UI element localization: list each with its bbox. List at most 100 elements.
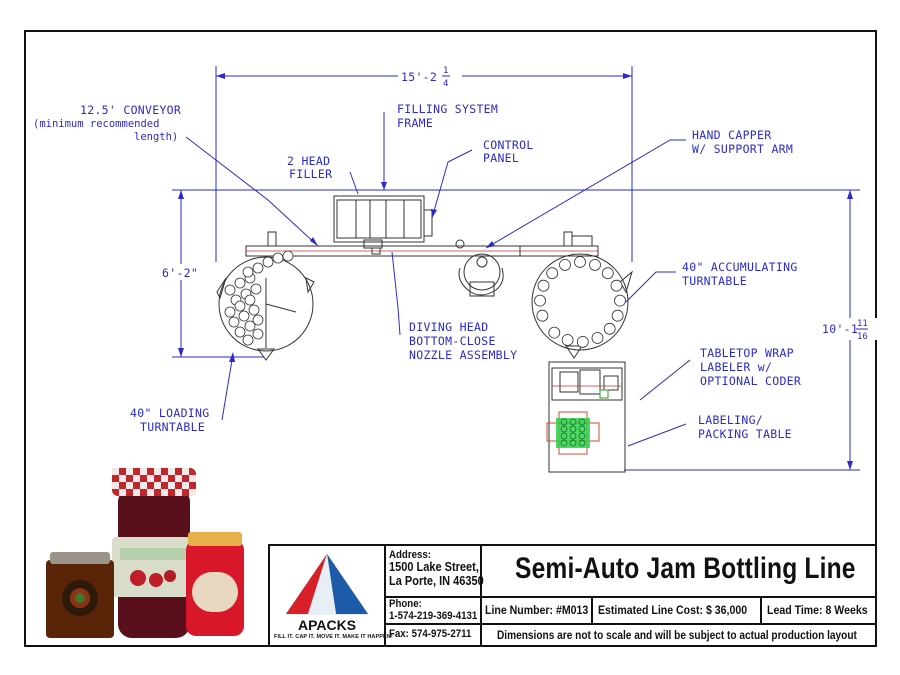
dim-height-right-frac-num: 11 <box>857 319 868 329</box>
bottle <box>611 309 624 322</box>
bottle <box>238 310 250 322</box>
bottle <box>228 316 240 328</box>
packed-bottle <box>560 439 568 447</box>
bottle <box>589 258 601 271</box>
bottle <box>242 334 254 346</box>
bottle <box>244 294 256 306</box>
gingham-square <box>119 489 126 496</box>
bottle <box>272 252 284 264</box>
label-loading-2: TURNTABLE <box>140 420 205 434</box>
hand-capper <box>455 239 504 297</box>
gingham-square <box>133 489 140 496</box>
packed-bottle <box>569 432 577 440</box>
gingham-square <box>112 482 119 489</box>
label-capper-2: W/ SUPPORT ARM <box>692 142 793 156</box>
label-conveyor-3: length) <box>134 131 178 143</box>
bottle <box>546 267 559 280</box>
label-control-2: PANEL <box>483 151 519 165</box>
drawing-title: Semi-Auto Jam Bottling Line <box>515 552 856 585</box>
address-label: Address: <box>389 549 431 561</box>
gingham-square <box>126 482 133 489</box>
bottle <box>252 262 264 274</box>
label-filler-2: FILLER <box>289 167 332 181</box>
company-tagline: FILL IT. CAP IT. MOVE IT. MAKE IT HAPPEN… <box>274 634 393 640</box>
phone-label: Phone: <box>389 598 422 610</box>
bottle <box>282 250 294 262</box>
label-labeler-1: TABLETOP WRAP <box>700 346 794 360</box>
packed-bottle <box>578 425 586 433</box>
bottle <box>262 256 274 268</box>
accumulating-turntable <box>531 253 633 359</box>
accumulating-bottles <box>534 256 626 348</box>
label-labeler-2: LABELER w/ <box>700 360 772 374</box>
bottle <box>234 277 246 289</box>
packing-grid <box>560 418 586 447</box>
label-diving-1: DIVING HEAD <box>409 320 488 334</box>
bottle <box>534 294 546 307</box>
dim-height-left-text: 6'-2" <box>162 266 198 280</box>
packed-bottle <box>578 432 586 440</box>
packed-bottle <box>560 418 568 426</box>
leader-lines <box>185 112 691 447</box>
gingham-square <box>126 468 133 475</box>
label-diving-2: BOTTOM-CLOSE <box>409 334 496 348</box>
gingham-square <box>112 468 119 475</box>
title-block: APACKS FILL IT. CAP IT. MOVE IT. MAKE IT… <box>268 544 877 647</box>
bottle <box>224 284 236 296</box>
dim-width-frac-num: 1 <box>443 66 448 76</box>
dimension-height-right: 10'-1 11 16 <box>624 190 878 471</box>
packed-bottle <box>578 418 586 426</box>
company-logo: APACKS FILL IT. CAP IT. MOVE IT. MAKE IT… <box>272 548 393 643</box>
dimension-width: 15'-2 1 4 <box>215 66 633 262</box>
label-accum-2: TURNTABLE <box>682 274 747 288</box>
label-conveyor-1: 12.5' CONVEYOR <box>80 103 181 117</box>
bottle <box>234 300 246 312</box>
gingham-square <box>175 475 182 482</box>
label-filler-1: 2 HEAD <box>287 154 330 168</box>
loading-turntable <box>216 250 315 361</box>
bottle <box>574 256 586 268</box>
dim-width-frac-den: 4 <box>443 79 448 89</box>
gingham-square <box>161 489 168 496</box>
estimated-cost: Estimated Line Cost: $ 36,000 <box>598 603 748 617</box>
address-line1: 1500 Lake Street, <box>389 560 479 574</box>
packed-bottle <box>560 432 568 440</box>
dimension-height-left: 6'-2" <box>160 189 860 358</box>
gingham-square <box>140 468 147 475</box>
bottle <box>224 306 236 318</box>
bottle <box>610 279 623 292</box>
bottle <box>536 309 549 322</box>
gingham-square <box>189 475 196 482</box>
lead-time: Lead Time: 8 Weeks <box>767 603 868 617</box>
label-diving-3: NOZZLE ASSEMBLY <box>409 348 517 362</box>
label-filling-frame-2: FRAME <box>397 116 433 130</box>
gingham-square <box>182 468 189 475</box>
bottle <box>576 335 589 348</box>
jam-jars-illustration <box>46 468 244 638</box>
packed-bottle <box>578 439 586 447</box>
bottle <box>537 279 550 292</box>
gingham-square <box>168 482 175 489</box>
bottle <box>591 332 604 344</box>
label-filling-frame-1: FILLING SYSTEM <box>397 102 498 116</box>
label-labeler-3: OPTIONAL CODER <box>700 374 801 388</box>
packed-bottle <box>560 425 568 433</box>
gingham-square <box>133 475 140 482</box>
packed-bottle <box>569 425 577 433</box>
bottle <box>252 328 264 340</box>
dim-width-text: 15'-2 <box>401 70 437 84</box>
dim-height-right-text: 10'-1 <box>822 322 858 336</box>
gingham-square <box>182 482 189 489</box>
bottle <box>603 322 616 335</box>
bottle <box>601 267 614 280</box>
bottle <box>234 326 246 338</box>
bottle <box>248 304 260 316</box>
labeling-table <box>546 361 626 473</box>
label-conveyor-2: (minimum recommended <box>33 118 159 130</box>
gingham-square <box>154 468 161 475</box>
bottle <box>244 320 256 332</box>
label-loading-1: 40" LOADING <box>130 406 209 420</box>
gingham-square <box>161 475 168 482</box>
label-packing-1: LABELING/ <box>698 413 763 427</box>
label-capper-1: HAND CAPPER <box>692 128 771 142</box>
